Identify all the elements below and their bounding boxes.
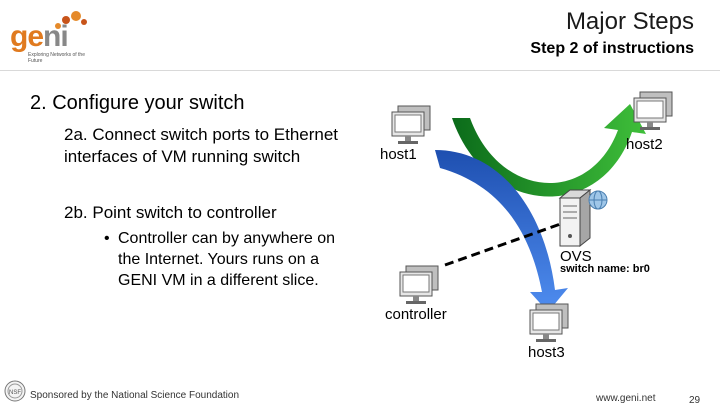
controller-note-text: Controller can by anywhere on the Intern… [118, 230, 336, 289]
host3-monitor-icon [529, 303, 569, 342]
blue-arrow-icon [435, 150, 568, 312]
page-number: 29 [689, 395, 701, 405]
controller-label: controller [385, 306, 447, 323]
host1-monitor-icon [391, 105, 431, 144]
network-diagram [391, 91, 673, 342]
heading-configure-switch: 2. Configure your switch [30, 92, 245, 114]
host2-monitor-icon [633, 91, 673, 130]
logo-dots-icon [55, 11, 87, 29]
page-title: Major Steps [565, 8, 694, 35]
svg-text:NSF: NSF [9, 390, 21, 396]
switch-name-label: switch name: br0 [560, 263, 650, 275]
host1-label: host1 [380, 146, 417, 163]
ovs-server-icon [558, 188, 592, 248]
step-2b: 2b. Point switch to controller [64, 203, 277, 222]
sponsor-text: Sponsored by the National Science Founda… [30, 390, 240, 401]
host2-label: host2 [626, 136, 663, 153]
controller-monitor-icon [399, 265, 439, 304]
website-link[interactable]: www.geni.net [596, 393, 656, 404]
logo-wordmark: geni [10, 20, 69, 53]
bullet-dot-icon: • [104, 230, 110, 247]
globe-icon [588, 190, 608, 210]
logo-tagline: Exploring Networks of the Future [28, 52, 85, 64]
controller-note: • Controller can by anywhere on the Inte… [100, 228, 345, 291]
ovs-label: OVS [560, 248, 592, 265]
step-2a: 2a. Connect switch ports to Ethernet int… [64, 125, 339, 166]
controller-link [444, 220, 567, 267]
host3-label: host3 [528, 344, 565, 361]
green-arrow-icon [452, 104, 646, 197]
nsf-logo-icon: NSF [4, 380, 26, 402]
divider [0, 70, 720, 71]
page-subtitle: Step 2 of instructions [530, 40, 694, 57]
geni-logo: geni Exploring Networks of the Future [8, 6, 88, 64]
